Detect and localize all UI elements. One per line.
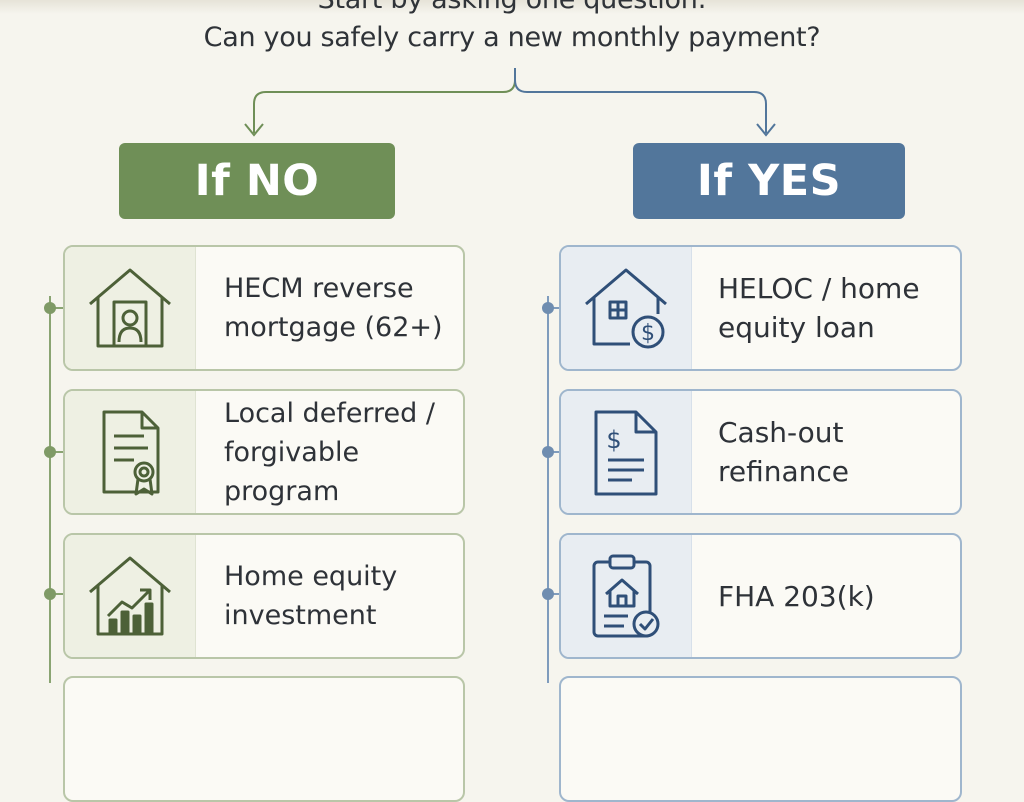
option-card-heloc: $ HELOC / home equity loan <box>559 245 962 371</box>
svg-text:$: $ <box>641 321 655 346</box>
option-card-home-equity-investment: Home equity investment <box>63 533 465 659</box>
branch-no-header: If NO <box>119 143 395 219</box>
house-growth-chart-icon <box>65 535 196 657</box>
option-card-partial <box>559 676 962 802</box>
rail-node <box>44 302 56 314</box>
branch-yes-header: If YES <box>633 143 905 219</box>
dollar-document-icon: $ <box>561 391 692 513</box>
rail-node <box>44 446 56 458</box>
top-shade <box>0 0 1024 14</box>
option-label: FHA 203(k) <box>718 579 875 613</box>
connector-split-blue <box>514 68 767 133</box>
question-line-2: Can you safely carry a new monthly payme… <box>203 22 821 53</box>
house-dollar-icon: $ <box>561 247 692 369</box>
option-card-fha-203k: FHA 203(k) <box>559 533 962 659</box>
option-card-hecm: HECM reverse mortgage (62+) <box>63 245 465 371</box>
clipboard-house-check-icon <box>561 535 692 657</box>
arrowhead-no <box>244 123 264 137</box>
option-card-local-program: Local deferred / forgivable program <box>63 389 465 515</box>
option-label: HECM reverse mortgage (62+) <box>224 273 443 343</box>
rail-node <box>542 446 554 458</box>
option-label: Cash-out refinance <box>718 416 850 488</box>
question-line-1: Start by asking one question: <box>0 0 1024 15</box>
rail-node <box>44 588 56 600</box>
option-label: HELOC / home equity loan <box>718 272 920 344</box>
rail-node <box>542 588 554 600</box>
svg-text:$: $ <box>606 426 621 454</box>
house-person-icon <box>65 247 196 369</box>
option-label: Home equity investment <box>224 561 398 631</box>
connector-split-green <box>253 68 516 133</box>
certificate-document-icon <box>65 391 196 513</box>
option-label: Local deferred / forgivable program <box>224 397 435 507</box>
option-card-partial <box>63 676 465 802</box>
rail-node <box>542 302 554 314</box>
option-card-cash-out-refinance: $ Cash-out refinance <box>559 389 962 515</box>
arrowhead-yes <box>756 123 776 137</box>
